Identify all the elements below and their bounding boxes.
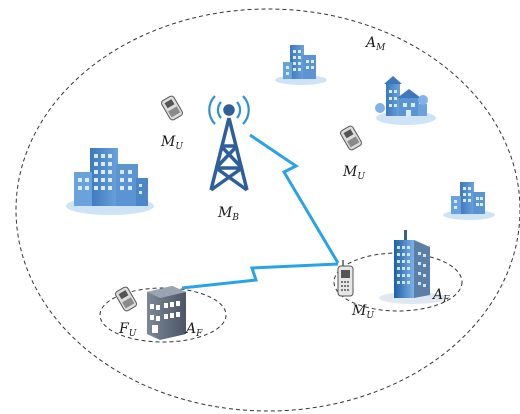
macro-base-station-label: MB xyxy=(218,205,239,223)
city-building-icon xyxy=(443,182,495,220)
residential-building-icon xyxy=(375,76,436,125)
signal-waves-icon xyxy=(208,95,250,125)
mobile-phone-icon xyxy=(340,125,362,151)
mobile-phone-icon xyxy=(161,95,183,121)
femto-cell-boundary-left xyxy=(99,287,227,343)
femto-area-label: AF xyxy=(186,321,203,339)
city-building-icon xyxy=(275,45,327,85)
femtocell-building-icon xyxy=(379,230,447,304)
macro-user-label: MU xyxy=(161,134,183,152)
city-building-icon xyxy=(66,148,154,215)
macro-base-station-tower-icon xyxy=(209,104,249,192)
mobile-phone-icon xyxy=(337,260,354,297)
macro-user-label: MU xyxy=(343,164,365,182)
macro-user-label: MU xyxy=(352,303,374,321)
macro-area-label: AM xyxy=(366,35,386,53)
mobile-phone-icon xyxy=(115,286,137,312)
wireless-link-user-to-femto xyxy=(181,262,339,290)
wireless-link-bs-to-user xyxy=(249,133,340,264)
femto-area-label: AF xyxy=(433,287,450,305)
femtocell-building-icon xyxy=(147,286,186,340)
femto-user-label: FU xyxy=(119,321,137,339)
